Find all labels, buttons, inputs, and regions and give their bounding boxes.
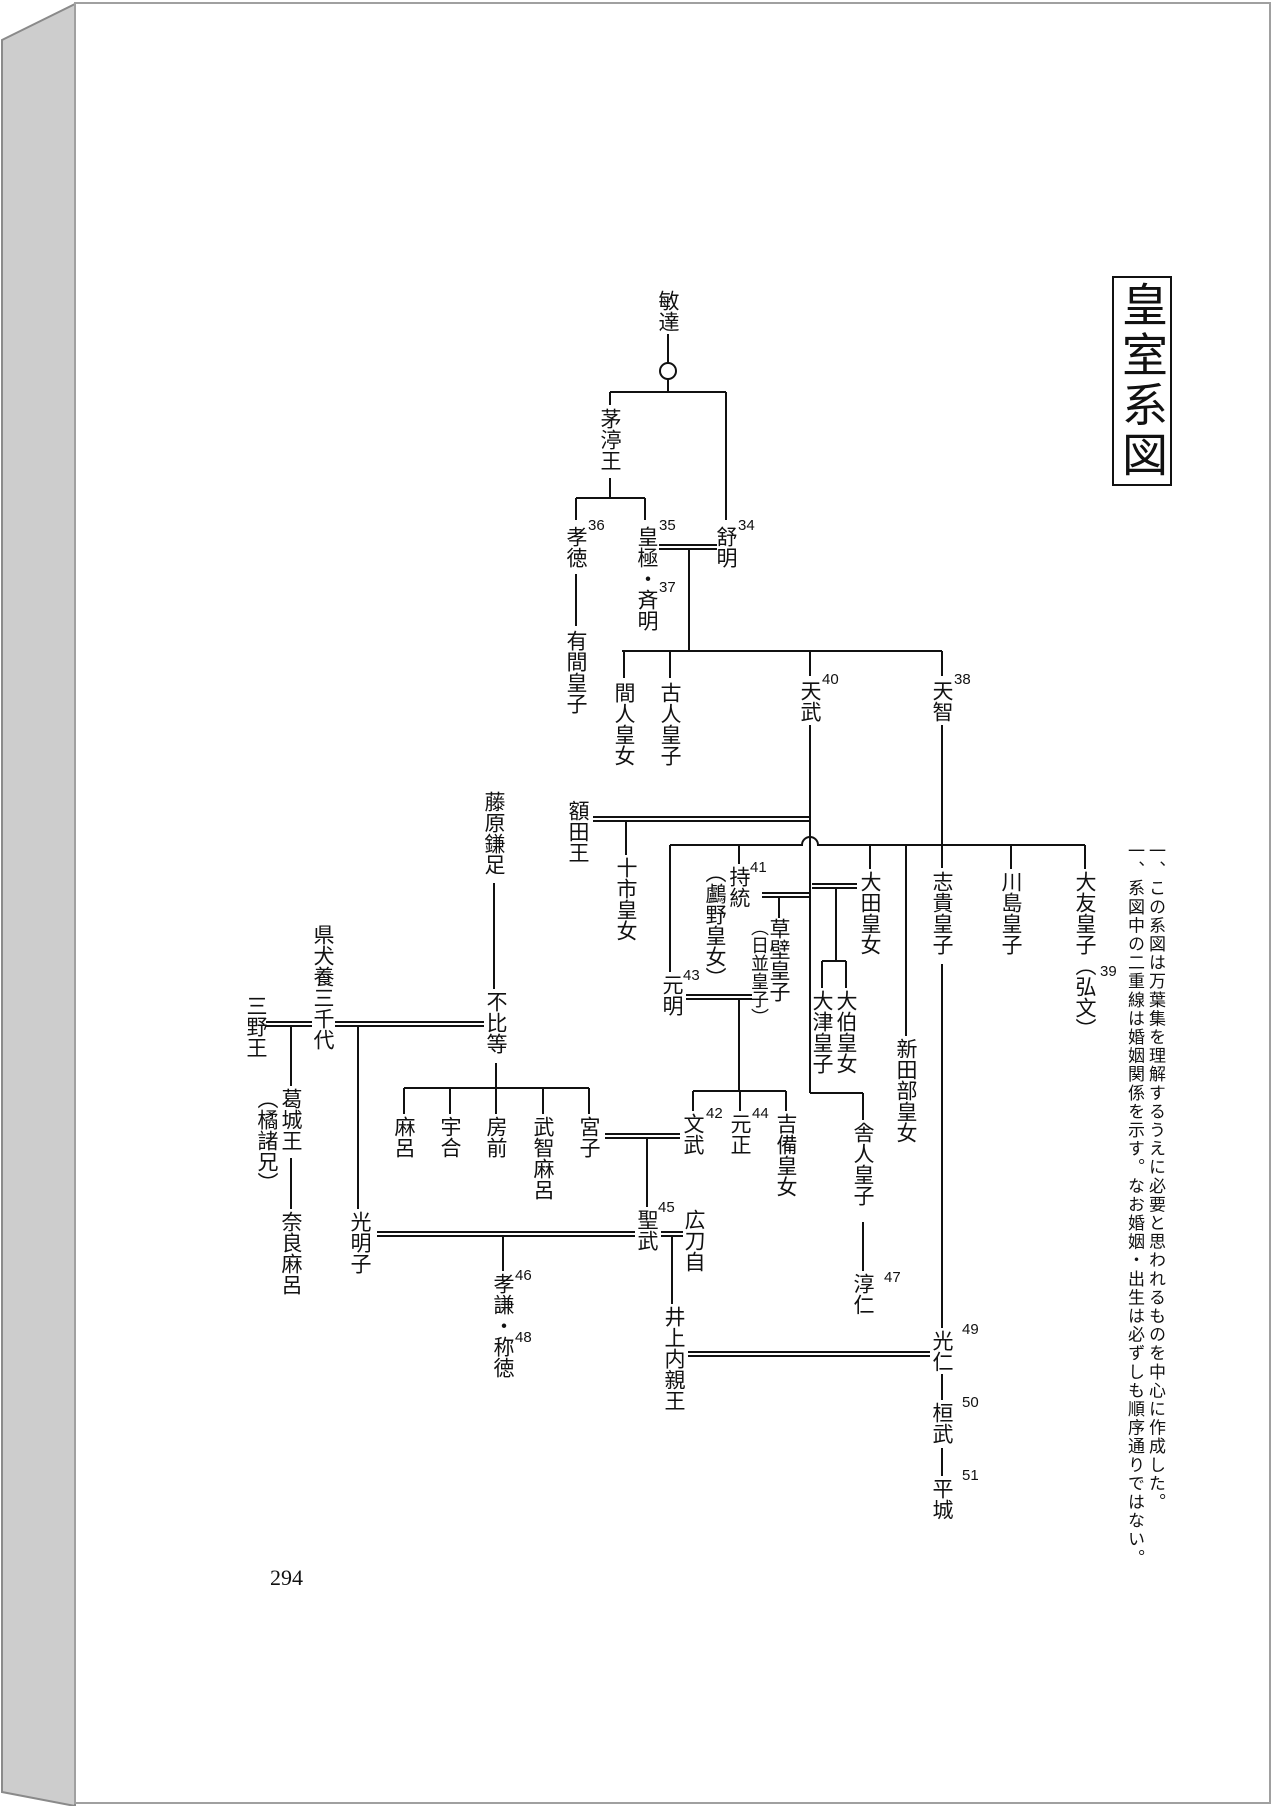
node-kogyoku-saimei: 皇極・斉明 xyxy=(635,526,659,631)
reign-number: 49 xyxy=(962,1321,979,1338)
line-tenji-drops xyxy=(669,845,1086,1036)
node-niitabe: 新田部皇女 xyxy=(894,1038,918,1143)
node-jito: 持統 xyxy=(727,866,751,908)
node-umakai: 宇合 xyxy=(438,1116,462,1158)
node-miyako: 宮子 xyxy=(577,1116,601,1158)
reign-number: 43 xyxy=(683,967,700,984)
diagram-title: 皇室系図 xyxy=(1112,276,1172,486)
node-muchimaro: 武智麻呂 xyxy=(531,1116,555,1200)
note-2: 一、系図中の二重線は婚姻関係を示す。なお婚姻・出生は必ずしも順序通りではない。 xyxy=(1124,842,1144,1568)
reign-number: 47 xyxy=(884,1269,901,1286)
node-jito-alt-name: （鸕野皇女） xyxy=(703,862,727,988)
reign-number: 46 xyxy=(515,1267,532,1284)
marriage-line-jomei-kogyoku xyxy=(659,544,717,550)
node-fusasaki: 房前 xyxy=(484,1116,508,1158)
node-bidatsu: 敏達 xyxy=(656,290,680,332)
node-tenji: 天智 xyxy=(930,680,954,722)
node-ota: 大田皇女 xyxy=(858,871,882,955)
node-shomu: 聖武 xyxy=(635,1209,659,1251)
reign-number: 42 xyxy=(706,1105,723,1122)
reign-number: 39 xyxy=(1100,963,1117,980)
node-otomo: 大友皇子（弘文） xyxy=(1073,871,1097,1039)
marriage-line-inoue-konin xyxy=(688,1351,930,1357)
node-maro: 麻呂 xyxy=(392,1116,416,1158)
book-spine xyxy=(0,2,76,1806)
line-jomei-children xyxy=(622,549,943,678)
reign-number: 34 xyxy=(738,517,755,534)
reign-number: 38 xyxy=(954,671,971,688)
node-michiyo: 県犬養三千代 xyxy=(311,924,335,1050)
node-otsu: 大津皇子 xyxy=(810,990,834,1074)
node-temmu: 天武 xyxy=(798,680,822,722)
marriage-line-nukata-temmu xyxy=(593,816,810,855)
reign-number: 45 xyxy=(658,1199,675,1216)
reign-number: 48 xyxy=(515,1329,532,1346)
node-kibi: 吉備皇女 xyxy=(774,1113,798,1197)
page-number: 294 xyxy=(270,1565,303,1590)
node-nukata: 額田王 xyxy=(566,800,590,863)
node-shiki: 志貴皇子 xyxy=(930,871,954,955)
node-katsuragi-alt-name: （橘諸兄） xyxy=(255,1088,279,1193)
node-chinu: 茅渟王 xyxy=(598,408,622,471)
node-fuhito: 不比等 xyxy=(484,991,508,1054)
line-chinu xyxy=(575,478,646,520)
note-1: 一、この系図は万葉集を理解するうえに必要と思われるものを中心に作成した。 xyxy=(1145,842,1165,1512)
marriage-line-ota-temmu xyxy=(812,883,857,988)
marriage-line-gemmei-kusakabe xyxy=(686,994,787,1111)
node-gemmei: 元明 xyxy=(660,974,684,1016)
node-kamatari: 藤原鎌足 xyxy=(482,791,506,875)
node-naramaro: 奈良麻呂 xyxy=(279,1211,303,1295)
node-jomei: 舒明 xyxy=(714,526,738,568)
marriage-line-miyako-mommu xyxy=(605,1133,680,1207)
node-oku: 大伯皇女 xyxy=(834,990,858,1074)
reign-number: 35 xyxy=(659,517,676,534)
node-kawashima: 川島皇子 xyxy=(999,871,1023,955)
reign-number: 44 xyxy=(752,1105,769,1122)
reign-number: 41 xyxy=(750,859,767,876)
node-mino: 三野王 xyxy=(244,995,268,1058)
line-tenji-children xyxy=(670,836,1085,846)
node-konin: 光仁 xyxy=(930,1330,954,1372)
node-kammu: 桓武 xyxy=(930,1402,954,1444)
node-kotoku: 孝徳 xyxy=(564,526,588,568)
marriage-line-shomu-hirotoji xyxy=(661,1231,683,1304)
node-junnin: 淳仁 xyxy=(851,1273,875,1315)
node-heizei: 平城 xyxy=(930,1478,954,1520)
node-gensho: 元正 xyxy=(728,1113,752,1155)
reign-number: 51 xyxy=(962,1467,979,1484)
reign-number: 50 xyxy=(962,1394,979,1411)
line-bidatsu xyxy=(609,334,727,520)
node-kusakabe-alt-name: （日並皇子） xyxy=(748,918,769,1026)
node-koken-shotoku: 孝謙・称徳 xyxy=(491,1273,515,1378)
node-katsuragi: 葛城王 xyxy=(279,1088,303,1151)
node-mommu: 文武 xyxy=(681,1113,705,1155)
unnamed-ancestor-circle xyxy=(659,362,677,380)
page xyxy=(74,2,1271,1804)
node-inoue: 井上内親王 xyxy=(662,1306,686,1411)
reign-number: 37 xyxy=(659,579,676,596)
node-hirotoji: 広刀自 xyxy=(682,1209,706,1272)
node-komyo: 光明子 xyxy=(348,1211,372,1274)
node-tochi: 十市皇女 xyxy=(614,857,638,941)
marriage-line-michiyo xyxy=(266,1021,484,1209)
reign-number: 40 xyxy=(822,671,839,688)
node-kusakabe: 草壁皇子 xyxy=(767,918,791,1002)
node-hashihito: 間人皇女 xyxy=(612,682,636,766)
marriage-line-jito-temmu xyxy=(762,892,810,918)
reign-number: 36 xyxy=(588,517,605,534)
node-arima: 有間皇子 xyxy=(564,630,588,714)
node-toneri: 舎人皇子 xyxy=(851,1122,875,1206)
node-furuhito: 古人皇子 xyxy=(658,682,682,766)
marriage-line-komyo-shomu xyxy=(377,1231,635,1271)
line-temmu-toneri xyxy=(810,1092,864,1271)
line-fujiwara xyxy=(403,883,590,1114)
